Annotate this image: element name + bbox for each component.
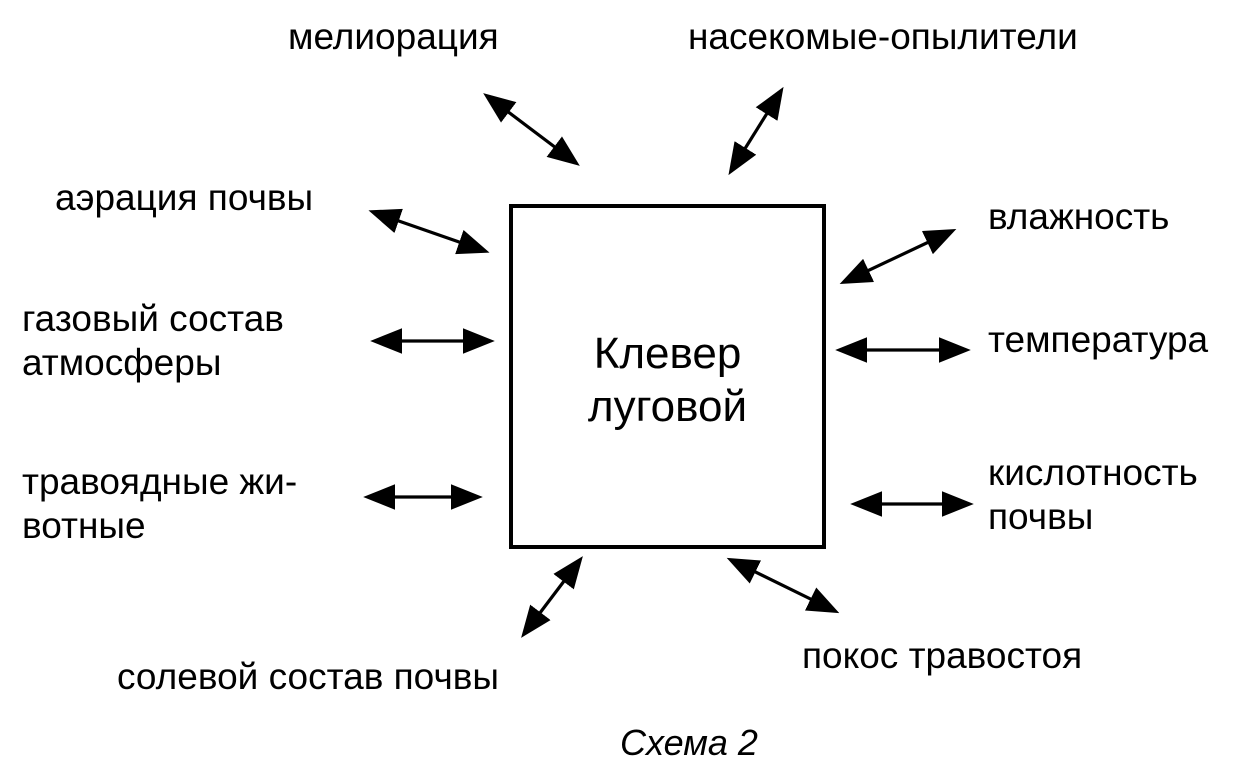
center-label: Клевер луговой — [513, 328, 822, 434]
label-acidity: кислотность почвы — [988, 451, 1198, 540]
label-temperature: температура — [988, 319, 1209, 360]
label-herbivores-line1: травоядные жи- — [22, 461, 298, 502]
center-label-line1: Клевер — [593, 329, 742, 378]
label-herbivores: травоядные жи- вотные — [22, 460, 297, 549]
arrow-humidity — [839, 228, 957, 285]
label-soil-aeration: аэрация почвы — [55, 177, 314, 218]
label-herbivores-line2: вотные — [22, 505, 146, 547]
label-acidity-line2: почвы — [988, 496, 1094, 538]
center-label-line2: луговой — [587, 381, 748, 431]
label-gas-line2: атмосферы — [22, 342, 222, 384]
arrow-pollinators — [728, 86, 784, 176]
label-humidity: влажность — [988, 196, 1170, 237]
label-mowing: покос травостоя — [802, 635, 1083, 676]
label-gas-composition: газовый состав атмосферы — [22, 297, 284, 386]
center-box: Клевер луговой — [509, 204, 826, 549]
label-gas-line1: газовый состав — [22, 298, 284, 339]
label-melioration: мелиорация — [288, 16, 499, 57]
arrow-melioration — [483, 93, 580, 166]
label-pollinators: насекомые-опылители — [688, 16, 1078, 57]
arrow-soil-aeration — [368, 208, 490, 255]
label-salt-composition: солевой состав почвы — [117, 656, 499, 697]
diagram-caption: Схема 2 — [620, 722, 758, 763]
arrow-salt — [521, 556, 583, 638]
label-acidity-line1: кислотность — [988, 452, 1198, 493]
arrow-mowing — [726, 557, 840, 614]
